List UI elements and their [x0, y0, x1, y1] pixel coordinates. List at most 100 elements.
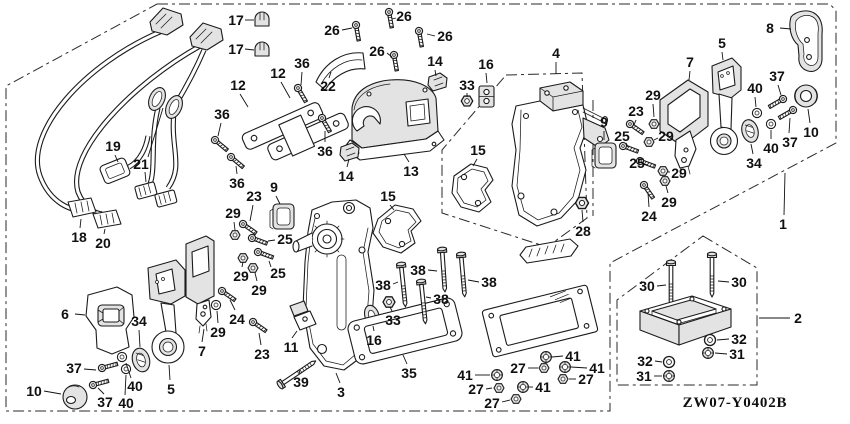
part-number-label: 22: [320, 78, 336, 94]
part-15-bracket: [372, 204, 422, 254]
part-number-label: 38: [375, 277, 391, 293]
part-25-screw: [246, 232, 269, 248]
part-number-label: 4: [552, 45, 560, 61]
leader-line: [754, 96, 757, 108]
part-23-screw: [247, 316, 269, 335]
part-number-label: 30: [731, 274, 747, 290]
part-14-clamp: [427, 72, 448, 92]
part-number-label: 29: [671, 165, 687, 181]
leader-line: [97, 387, 105, 395]
part-number-label: 16: [366, 332, 382, 348]
part-25-screw: [252, 246, 275, 262]
leader-line: [714, 352, 728, 355]
connector-19: [99, 157, 131, 185]
leader-line: [427, 269, 438, 272]
assembly-1-boundary: [5, 3, 837, 412]
part-27-nut: [510, 394, 522, 404]
leader-line: [392, 281, 399, 285]
part-24-screw: [638, 179, 657, 201]
part-number-label: 37: [97, 394, 113, 410]
part-37-screw: [97, 359, 119, 373]
leader-line: [665, 185, 669, 194]
leader-line: [389, 306, 393, 312]
part-40-washer: [116, 351, 128, 363]
part-number-label: 41: [535, 379, 551, 395]
part-number-label: 32: [637, 353, 653, 369]
part-29-nut: [659, 176, 671, 186]
part-38-bolt: [395, 261, 411, 308]
part-number-label: 27: [578, 371, 594, 387]
leader-line: [298, 369, 301, 375]
part-number-label: 38: [481, 274, 497, 290]
part-number-label: 9: [600, 114, 608, 130]
drawing-code: ZW07-Y0402B: [683, 395, 788, 411]
part-number-label: 32: [731, 331, 747, 347]
leader-line: [788, 117, 791, 134]
part-number-label: 13: [403, 163, 419, 179]
part-number-label: 34: [131, 313, 147, 329]
part-number-label: 23: [246, 188, 262, 204]
leader-line: [372, 325, 375, 332]
part-number-label: 37: [66, 360, 82, 376]
leader-line: [217, 122, 222, 137]
leader-line: [403, 153, 410, 163]
harness-plug: [189, 22, 224, 51]
leader-line: [654, 360, 663, 363]
harness-round-terminal: [148, 87, 166, 111]
part-number-label: 37: [782, 134, 798, 150]
leader-line: [656, 284, 667, 287]
leader-line: [168, 364, 171, 381]
part-number-label: 29: [251, 282, 267, 298]
part-17-clamp: [254, 11, 270, 27]
part-17-clamp: [254, 41, 270, 57]
part-number-label: 10: [803, 124, 819, 140]
leader-line: [83, 368, 97, 371]
part-7-lever-housing: [185, 235, 215, 334]
part-38-bolt: [455, 251, 470, 298]
leader-line: [275, 195, 281, 205]
part-number-label: 33: [385, 312, 401, 328]
leader-line: [280, 81, 291, 99]
part-number-label: 30: [639, 278, 655, 294]
part-number-label: 29: [210, 324, 226, 340]
part-number-label: 40: [763, 140, 779, 156]
leader-line: [807, 108, 811, 124]
part-number-label: 12: [230, 77, 246, 93]
part-37-screw: [88, 376, 110, 390]
part-number-label: 7: [198, 343, 206, 359]
leader-line: [144, 171, 147, 183]
part-27-nut: [557, 374, 569, 384]
leader-line: [216, 310, 219, 324]
part-26-screw: [414, 26, 426, 48]
part-number-label: 11: [284, 339, 299, 355]
part-5-lever: [709, 57, 742, 156]
part-41-washer: [491, 369, 503, 381]
part-number-label: 40: [747, 80, 763, 96]
leader-line: [103, 228, 106, 235]
leader-line: [239, 93, 249, 108]
leader-line: [291, 330, 298, 339]
part-41-washer: [517, 381, 529, 393]
part-10-cap: [62, 384, 88, 410]
part-number-label: 3: [337, 384, 345, 400]
part-number-label: 33: [459, 77, 475, 93]
part-29-nut: [643, 137, 655, 147]
part-34-grommet: [741, 119, 759, 143]
part-31-nut: [663, 370, 675, 382]
part-8-handle-grip: [789, 10, 823, 72]
part-30-bolt: [706, 251, 718, 298]
part-number-label: 2: [794, 310, 802, 326]
part-32-washer: [662, 355, 676, 369]
part-number-label: 31: [636, 368, 652, 384]
part-number-label: 25: [629, 155, 645, 171]
part-number-label: 29: [658, 128, 674, 144]
leader-line: [346, 158, 350, 168]
part-number-label: 38: [433, 291, 449, 307]
part-number-label: 29: [225, 205, 241, 221]
part-32-washer: [703, 333, 717, 347]
part-number-label: 24: [229, 311, 245, 327]
leader-line: [244, 48, 255, 51]
leader-line: [777, 84, 782, 96]
leader-line: [551, 355, 564, 358]
part-number-label: 34: [746, 155, 762, 171]
